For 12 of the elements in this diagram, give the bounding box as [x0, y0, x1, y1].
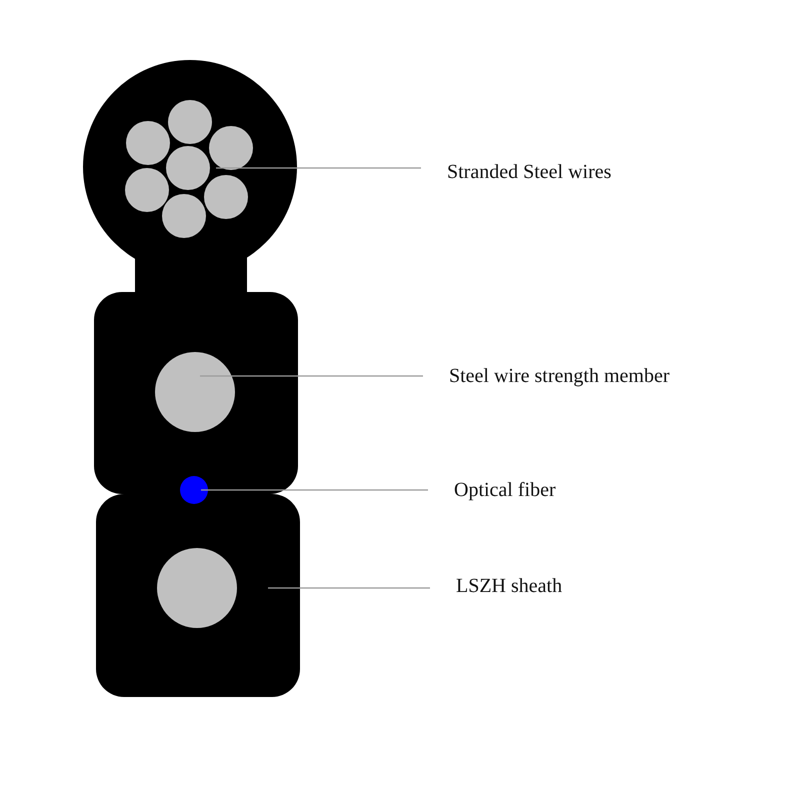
leader-line	[216, 167, 421, 169]
optical-fiber-dot	[180, 476, 208, 504]
cable-sheath	[83, 60, 300, 697]
callout-label: Steel wire strength member	[449, 364, 670, 388]
leader-line	[201, 489, 428, 491]
strength-member	[157, 548, 237, 628]
leader-line	[200, 375, 423, 377]
leader-line	[268, 587, 430, 589]
callout-label: Stranded Steel wires	[447, 160, 612, 184]
callout-label: LSZH sheath	[456, 574, 562, 598]
strength-member	[155, 352, 235, 432]
callout-label: Optical fiber	[454, 478, 556, 502]
